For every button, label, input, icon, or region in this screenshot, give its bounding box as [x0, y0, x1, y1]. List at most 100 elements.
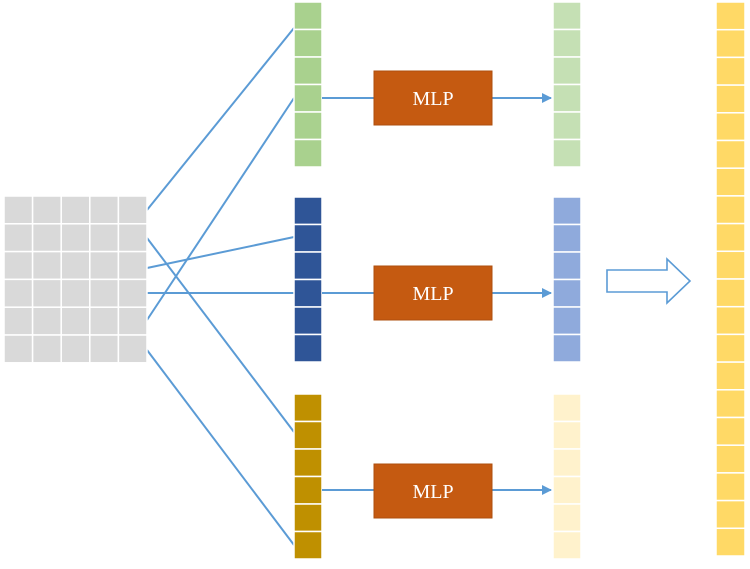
- vector-cell: [715, 333, 746, 363]
- vector-cell: [293, 223, 323, 253]
- grid-cell: [117, 223, 148, 253]
- vector-cell: [715, 416, 746, 446]
- vector-cell: [293, 475, 323, 505]
- vector-cell: [552, 56, 582, 86]
- grid-cell: [117, 306, 148, 336]
- connector-lines: [146, 27, 295, 546]
- grid-cell: [60, 223, 91, 253]
- grid-cell: [60, 278, 91, 308]
- vector-cell: [715, 472, 746, 502]
- vector-cell: [293, 420, 323, 450]
- vector-cell: [715, 56, 746, 86]
- vector-cell: [293, 393, 323, 423]
- vector-cell: [293, 503, 323, 533]
- vector-cell: [293, 448, 323, 478]
- vector-cell: [552, 448, 582, 478]
- vector-cell: [552, 530, 582, 560]
- grid-cell: [117, 278, 148, 308]
- vector-cell: [552, 503, 582, 533]
- branch-1-input-vector: [293, 1, 323, 168]
- vector-cell: [715, 250, 746, 280]
- grid-cell: [31, 306, 62, 336]
- vector-cell: [293, 278, 323, 308]
- connector-line: [146, 97, 295, 321]
- grid-cell: [89, 306, 120, 336]
- mlp-label: MLP: [412, 88, 453, 110]
- vector-cell: [293, 251, 323, 281]
- grid-cell: [31, 195, 62, 225]
- grid-cell: [117, 195, 148, 225]
- vector-cell: [552, 83, 582, 113]
- vector-cell: [552, 393, 582, 423]
- grid-cell: [31, 334, 62, 364]
- connector-line: [146, 236, 295, 269]
- vector-cell: [293, 530, 323, 560]
- mlp-box-2: MLP: [373, 265, 493, 321]
- branch-1-output-vector: [552, 1, 582, 168]
- grid-cell: [89, 250, 120, 281]
- vector-cell: [293, 56, 323, 86]
- vector-cell: [293, 306, 323, 336]
- vector-cell: [715, 139, 746, 169]
- grid-cell: [117, 334, 148, 364]
- vector-cell: [552, 28, 582, 58]
- vector-cell: [715, 389, 746, 419]
- grid-cell: [89, 223, 120, 253]
- vector-cell: [715, 28, 746, 59]
- vector-cell: [715, 527, 746, 557]
- vector-cell: [293, 28, 323, 58]
- vector-cell: [552, 251, 582, 281]
- vector-cell: [293, 1, 323, 31]
- mlp-box-3: MLP: [373, 463, 493, 519]
- vector-cell: [715, 361, 746, 391]
- vector-cell: [552, 333, 582, 363]
- vector-cell: [552, 223, 582, 253]
- branch-3-output-vector: [552, 393, 582, 560]
- vector-cell: [715, 195, 746, 225]
- grid-cell: [3, 223, 34, 253]
- vector-cell: [552, 475, 582, 505]
- grid-cell: [89, 195, 120, 225]
- vector-cell: [293, 138, 323, 168]
- vector-cell: [715, 278, 746, 308]
- grid-cell: [89, 334, 120, 364]
- vector-cell: [715, 222, 746, 253]
- branch-2-input-vector: [293, 196, 323, 363]
- vector-cell: [552, 196, 582, 226]
- vector-cell: [552, 138, 582, 168]
- grid-cell: [60, 195, 91, 225]
- mlp-label: MLP: [412, 283, 453, 305]
- branch-2-output-vector: [552, 196, 582, 363]
- vector-cell: [715, 1, 746, 31]
- vector-cell: [715, 84, 746, 114]
- connector-line: [146, 237, 295, 433]
- branch-3-input-vector: [293, 393, 323, 560]
- grid-cell: [3, 306, 34, 336]
- vector-cell: [293, 333, 323, 363]
- grid-cell: [60, 250, 91, 281]
- vector-cell: [715, 444, 746, 474]
- vector-cell: [552, 306, 582, 336]
- input-feature-grid: [3, 195, 148, 364]
- grid-cell: [60, 334, 91, 364]
- vector-cell: [293, 111, 323, 141]
- grid-cell: [3, 250, 34, 281]
- grid-cell: [89, 278, 120, 308]
- grid-cell: [3, 195, 34, 225]
- vector-cell: [715, 499, 746, 530]
- mlp-box-1: MLP: [373, 70, 493, 126]
- mlp-label: MLP: [412, 481, 453, 503]
- vector-cell: [552, 1, 582, 31]
- vector-cell: [552, 111, 582, 141]
- vector-cell: [293, 83, 323, 113]
- grid-cell: [60, 306, 91, 336]
- grid-cell: [117, 250, 148, 281]
- connector-line: [146, 27, 295, 211]
- concatenated-output-vector: [715, 1, 746, 557]
- vector-cell: [715, 305, 746, 336]
- vector-cell: [552, 278, 582, 308]
- hollow-right-arrow-icon: [606, 257, 692, 305]
- vector-cell: [293, 196, 323, 226]
- grid-cell: [3, 334, 34, 364]
